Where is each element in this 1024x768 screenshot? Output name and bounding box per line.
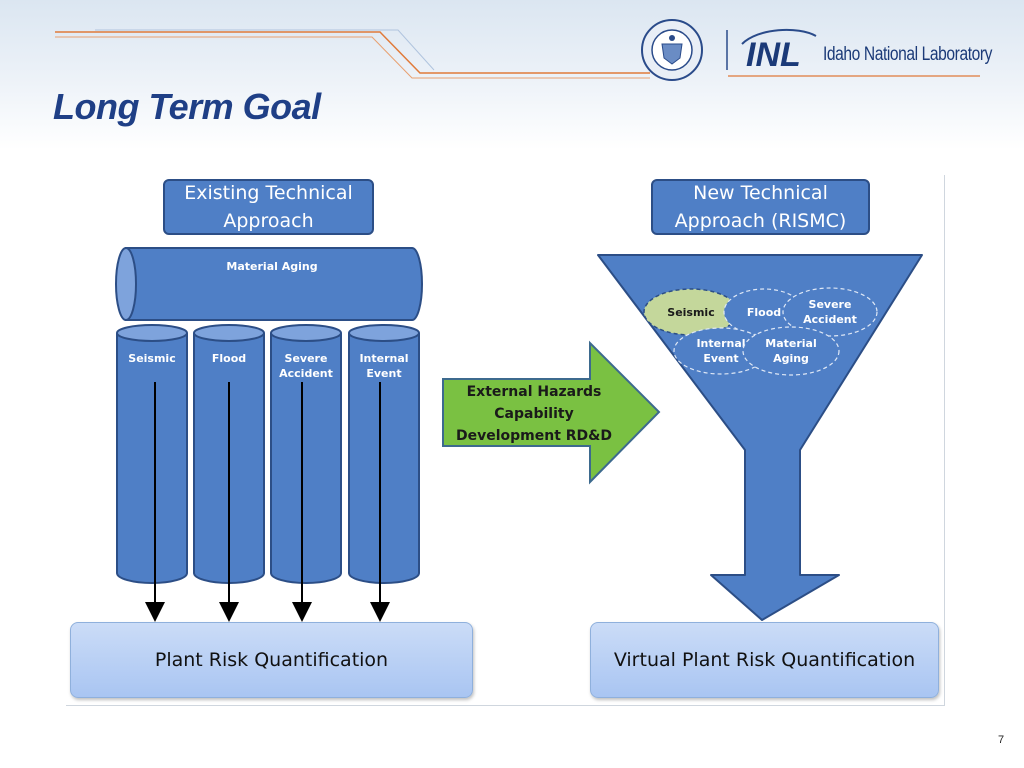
lab-name: Idaho National Laboratory bbox=[823, 44, 993, 65]
page-number: 7 bbox=[998, 734, 1005, 746]
virtual-plant-risk-label: Virtual Plant Risk Quantification bbox=[613, 649, 916, 671]
column-label: Accident bbox=[279, 367, 333, 380]
inl-logo-text: INL bbox=[746, 36, 801, 70]
oval-label: Accident bbox=[803, 313, 857, 326]
right-approach-box: New Technical Approach (RISMC) bbox=[651, 179, 870, 235]
page-title: Long Term Goal bbox=[53, 86, 321, 127]
oval-label: Seismic bbox=[667, 306, 714, 319]
column-seismic: Seismic bbox=[116, 324, 188, 584]
oval-label: Severe bbox=[809, 298, 852, 311]
left-approach-box: Existing Technical Approach bbox=[163, 179, 374, 235]
oval-material-aging bbox=[742, 326, 840, 376]
virtual-plant-risk-box: Virtual Plant Risk Quantification bbox=[590, 622, 939, 698]
column-label: Severe bbox=[285, 352, 328, 365]
left-approach-line1: Existing Technical bbox=[184, 182, 353, 204]
oval-label: Material bbox=[765, 337, 816, 350]
inl-logo-icon: INL bbox=[741, 28, 817, 70]
plant-risk-box: Plant Risk Quantification bbox=[70, 622, 473, 698]
oval-label: Aging bbox=[773, 352, 809, 365]
left-approach-line2: Approach bbox=[223, 210, 314, 232]
material-aging-label: Material Aging bbox=[226, 260, 317, 273]
material-aging-cylinder: Material Aging bbox=[115, 247, 423, 321]
header-lines bbox=[55, 29, 980, 79]
oval-label: Internal bbox=[696, 337, 745, 350]
right-approach-line1: New Technical bbox=[693, 182, 828, 204]
header-background bbox=[0, 0, 1024, 150]
column-label: Internal bbox=[359, 352, 408, 365]
right-approach-line2: Approach (RISMC) bbox=[674, 210, 847, 232]
green-arrow-label: External Hazards bbox=[467, 384, 602, 400]
green-arrow-label: Capability bbox=[494, 406, 573, 422]
plant-risk-label: Plant Risk Quantification bbox=[154, 649, 389, 671]
doe-seal-icon bbox=[641, 19, 703, 81]
green-arrow: External Hazards Capability Development … bbox=[442, 340, 661, 485]
column-internal-event: Internal Event bbox=[348, 324, 420, 584]
column-severe-accident: Severe Accident bbox=[270, 324, 342, 584]
column-label: Seismic bbox=[128, 352, 175, 365]
oval-severe-accident bbox=[782, 287, 878, 337]
green-arrow-label: Development RD&D bbox=[456, 428, 612, 444]
diagram-frame bbox=[66, 175, 945, 706]
oval-label: Event bbox=[703, 352, 738, 365]
funnel: Seismic Flood Severe Accident Internal E… bbox=[597, 254, 923, 621]
column-label: Event bbox=[366, 367, 401, 380]
oval-label: Flood bbox=[747, 306, 781, 319]
column-label: Flood bbox=[212, 352, 246, 365]
